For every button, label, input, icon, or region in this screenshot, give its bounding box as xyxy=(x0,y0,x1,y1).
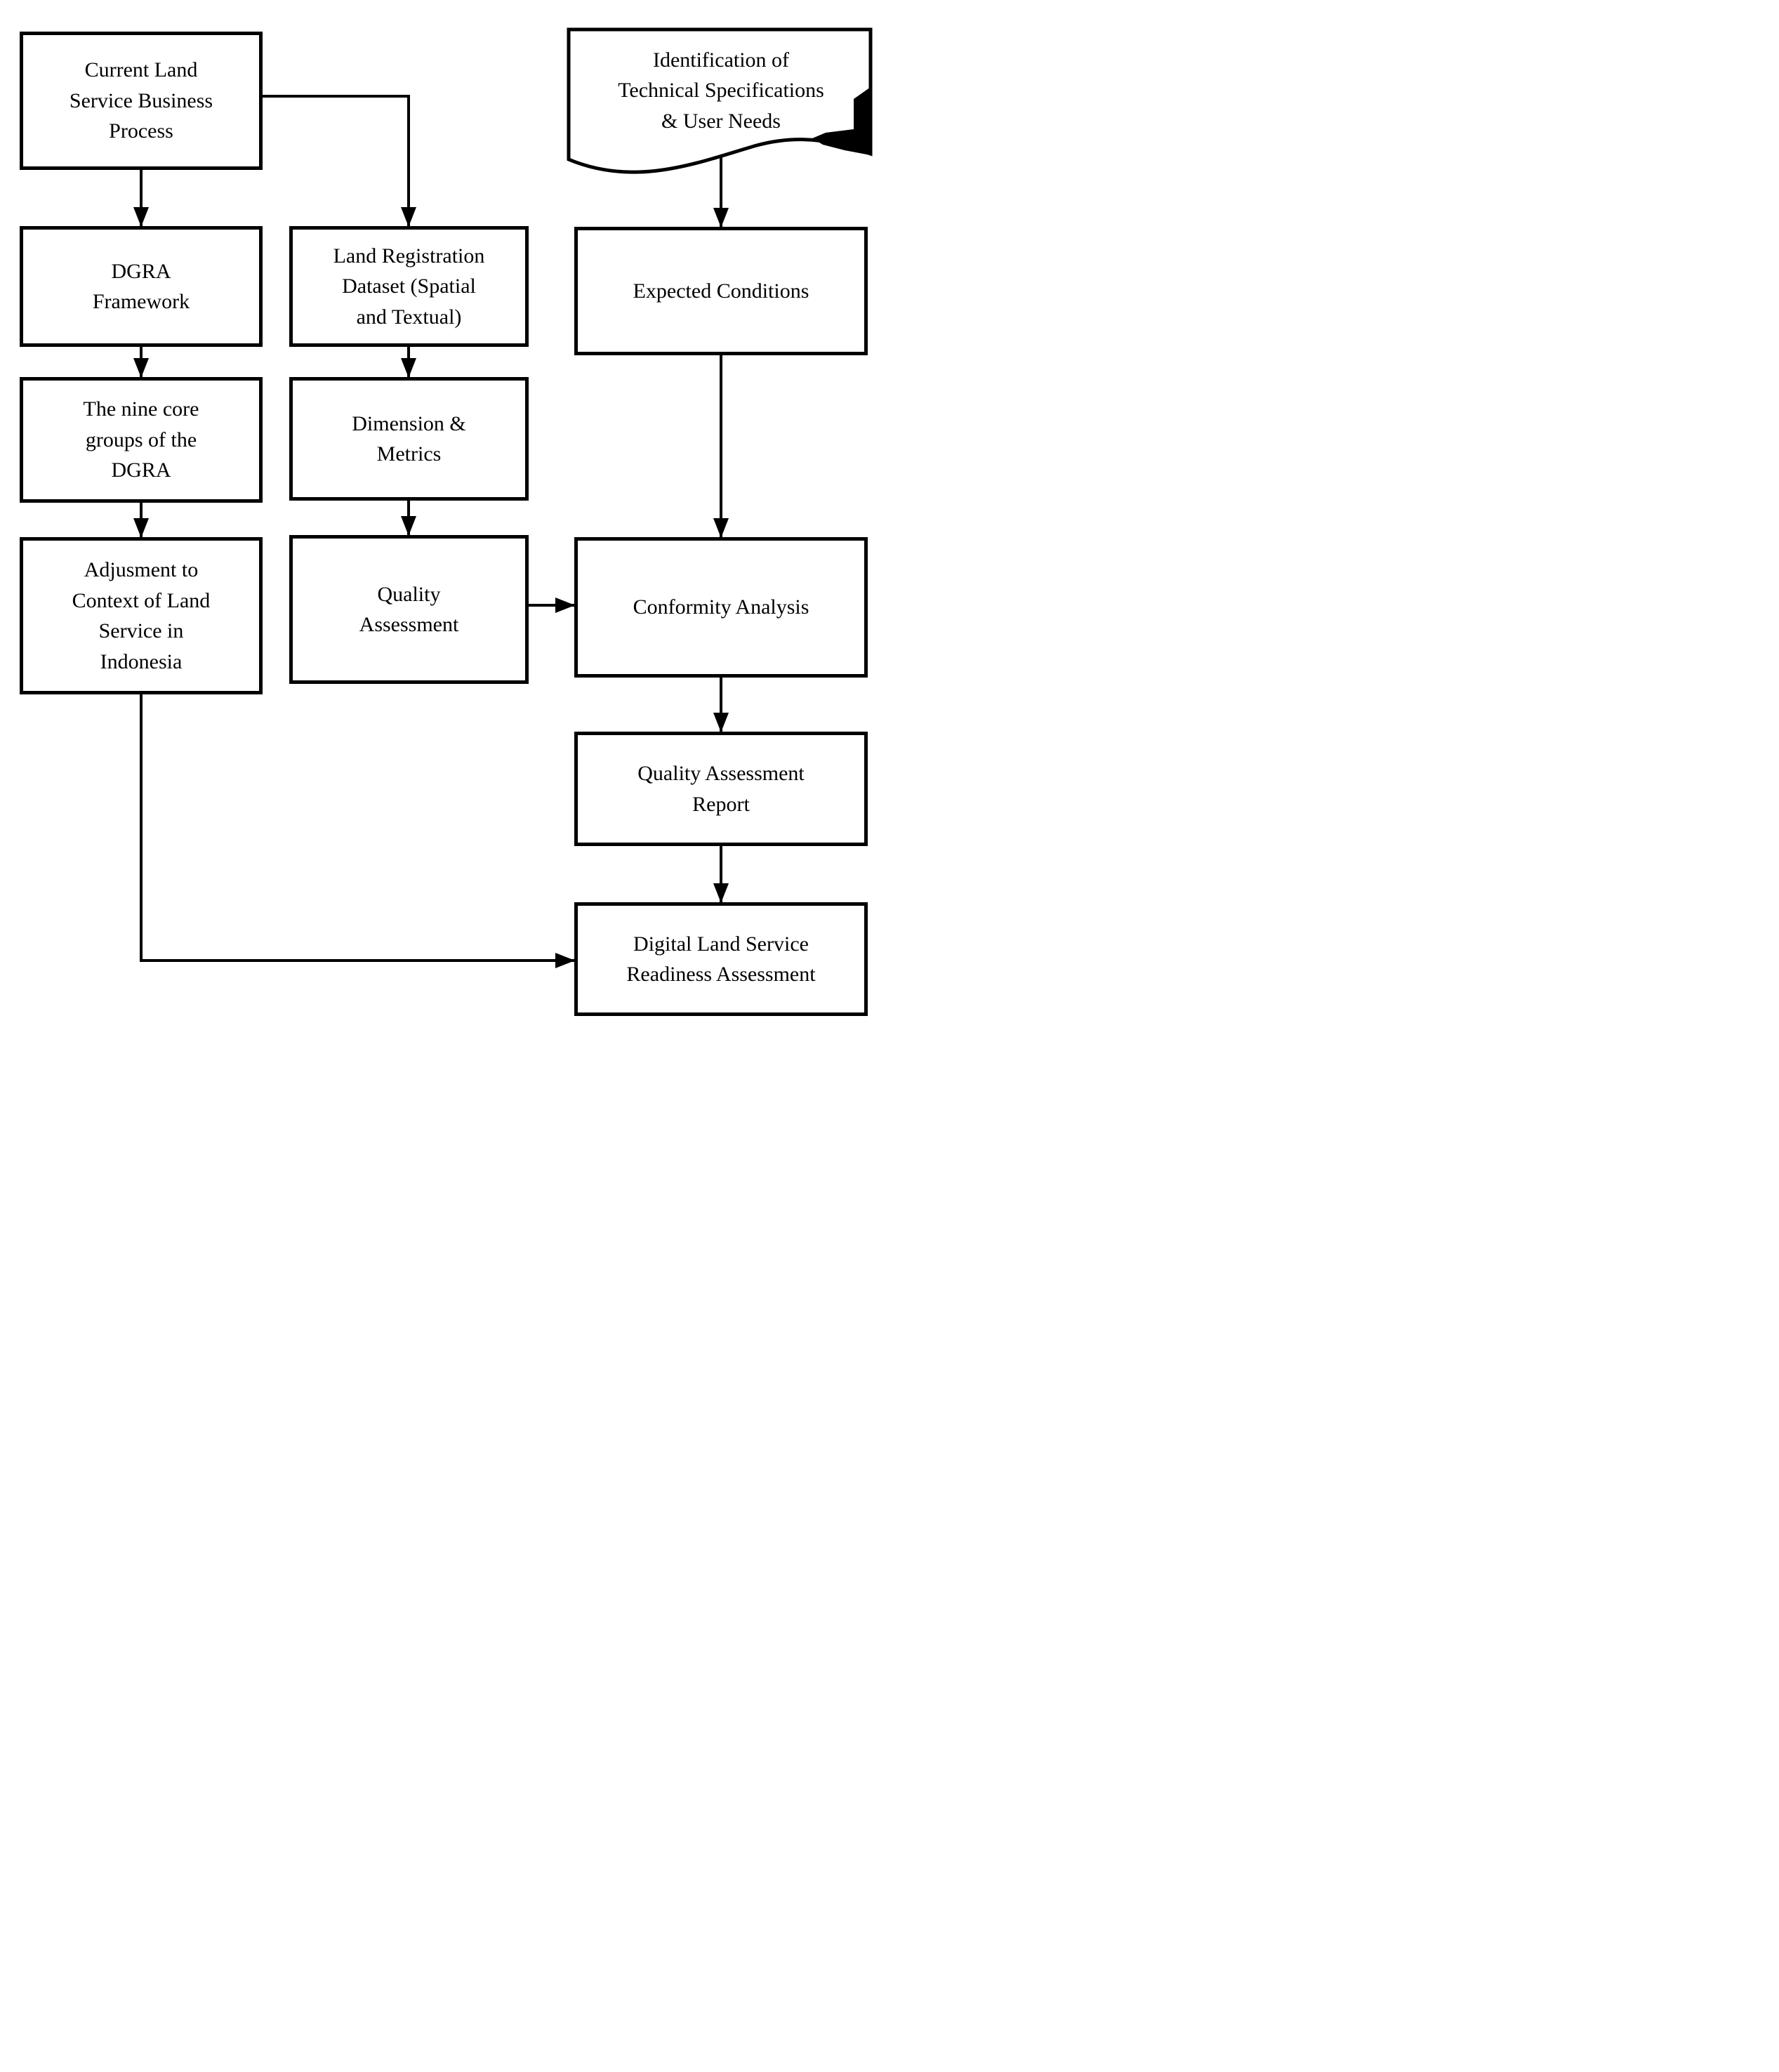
node-label: Current Land Service Business Process xyxy=(69,58,213,143)
node-current-land-service-business-process: Current Land Service Business Process xyxy=(20,32,263,170)
node-nine-core-groups-of-dgra: The nine core groups of the DGRA xyxy=(20,377,263,503)
node-label: Identification of Technical Specificatio… xyxy=(618,48,824,133)
node-quality-assessment: Quality Assessment xyxy=(289,535,529,684)
node-dgra-framework: DGRA Framework xyxy=(20,226,263,347)
arrow-current-land-to-land-registration xyxy=(263,95,416,227)
node-label: Quality Assessment Report xyxy=(637,762,805,816)
node-label: Conformity Analysis xyxy=(633,595,809,619)
arrow-adjustment-to-digital-land xyxy=(140,694,575,968)
node-label: Quality Assessment xyxy=(359,582,459,637)
node-expected-conditions: Expected Conditions xyxy=(574,227,868,355)
node-adjustment-to-context-of-land-service: Adjusment to Context of Land Service in … xyxy=(20,537,263,694)
document-shape xyxy=(567,27,873,174)
node-identification-of-technical-specifications: Identification of Technical Specificatio… xyxy=(570,35,872,146)
node-conformity-analysis: Conformity Analysis xyxy=(574,537,868,678)
connector-layer xyxy=(133,27,873,968)
node-label: Dimension & Metrics xyxy=(352,411,466,466)
folded-corner-icon xyxy=(812,87,871,155)
node-quality-assessment-report: Quality Assessment Report xyxy=(574,732,868,846)
node-label: Adjusment to Context of Land Service in … xyxy=(72,558,211,673)
node-label: Digital Land Service Readiness Assessmen… xyxy=(626,932,816,986)
node-dimension-and-metrics: Dimension & Metrics xyxy=(289,377,529,501)
node-digital-land-service-readiness-assessment: Digital Land Service Readiness Assessmen… xyxy=(574,902,868,1016)
node-label: The nine core groups of the DGRA xyxy=(83,397,199,482)
flowchart-research-methodology: Current Land Service Business Process Id… xyxy=(0,0,890,1036)
node-label: Land Registration Dataset (Spatial and T… xyxy=(333,244,485,329)
node-label: Expected Conditions xyxy=(633,279,809,303)
node-land-registration-dataset: Land Registration Dataset (Spatial and T… xyxy=(289,226,529,347)
node-label: DGRA Framework xyxy=(92,259,190,314)
